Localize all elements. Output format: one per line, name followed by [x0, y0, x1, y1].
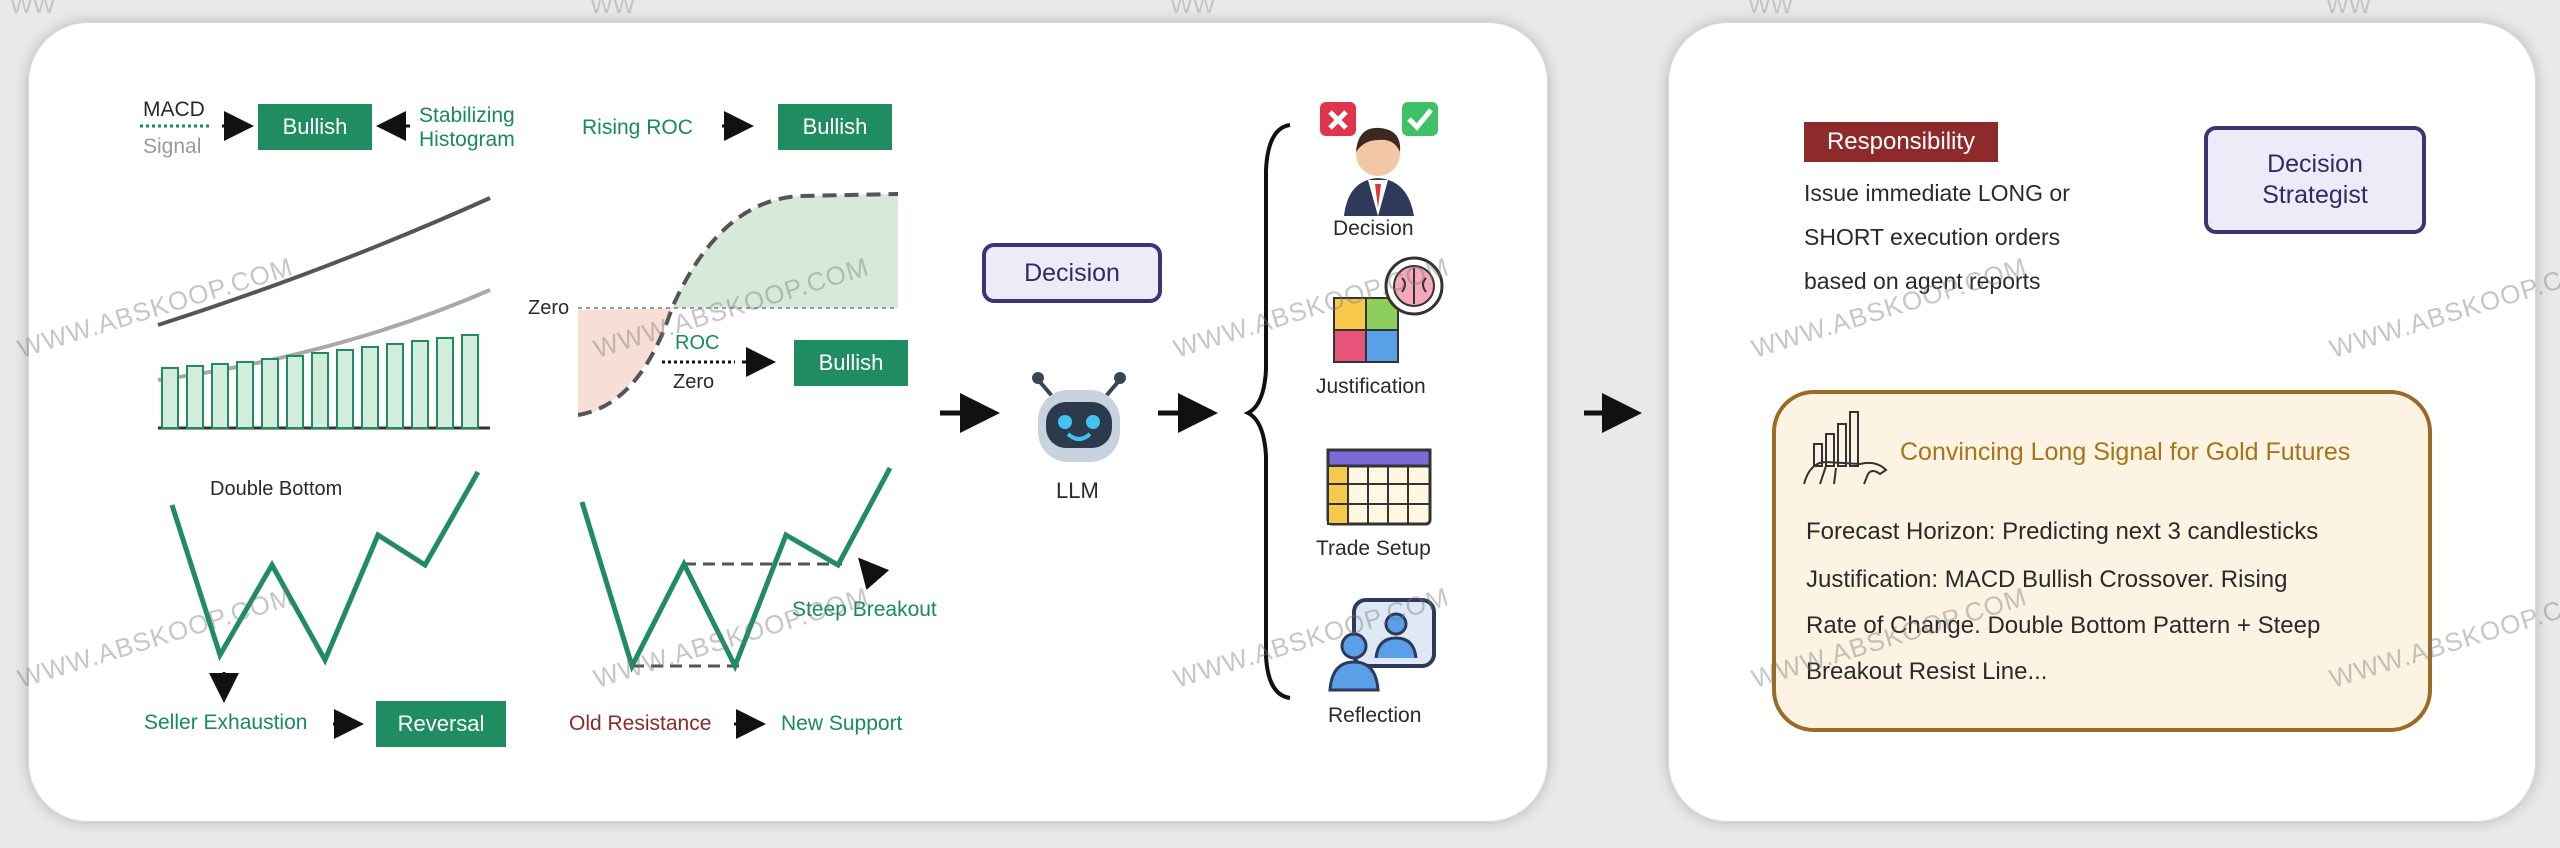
- signal-card: [1772, 390, 2432, 732]
- responsibility-line-3: based on agent reports: [1804, 268, 2041, 294]
- roc-cross-bullish-box: Bullish: [794, 340, 908, 386]
- justification-line-2: Rate of Change. Double Bottom Pattern + …: [1806, 612, 2321, 639]
- signal-label: Signal: [143, 135, 202, 158]
- analysis-panel: [28, 22, 1548, 822]
- person-icon: [1320, 102, 1438, 216]
- new-support-label: New Support: [781, 712, 903, 735]
- macd-label: MACD: [143, 98, 205, 121]
- roc-bullish-box: Bullish: [778, 104, 892, 150]
- robot-icon: [1032, 372, 1126, 462]
- output-reflection-label: Reflection: [1328, 704, 1422, 727]
- responsibility-line-2: SHORT execution orders: [1804, 224, 2061, 250]
- watermark-fragment: WW: [590, 0, 636, 19]
- llm-label: LLM: [1056, 478, 1099, 503]
- watermark-fragment: WW: [1170, 0, 1216, 19]
- responsibility-line-1: Issue immediate LONG or: [1804, 180, 2070, 206]
- output-decision-label: Decision: [1333, 217, 1414, 240]
- responsibility-tag: Responsibility: [1804, 122, 1998, 162]
- output-justification-label: Justification: [1316, 375, 1426, 398]
- forecast-line: Forecast Horizon: Predicting next 3 cand…: [1806, 518, 2319, 545]
- steep-breakout-label: Steep Breakout: [792, 598, 937, 621]
- reflection-icon: [1328, 598, 1436, 692]
- double-bottom-title: Double Bottom: [210, 478, 343, 500]
- reversal-box: Reversal: [376, 701, 506, 747]
- zero-cross-label: Zero: [673, 371, 715, 393]
- signal-title: Convincing Long Signal for Gold Futures: [1900, 438, 2351, 466]
- roc-cross-label: ROC: [675, 332, 720, 354]
- seller-exhaustion-label: Seller Exhaustion: [144, 711, 308, 734]
- old-resistance-label: Old Resistance: [569, 712, 712, 735]
- zero-label: Zero: [528, 297, 570, 319]
- watermark-fragment: WW: [2326, 0, 2372, 19]
- table-icon: [1326, 448, 1432, 526]
- watermark-fragment: WW: [10, 0, 56, 19]
- macd-bullish-box: Bullish: [258, 104, 372, 150]
- histogram-bars: [161, 334, 479, 429]
- justification-line-3: Breakout Resist Line...: [1806, 658, 2048, 685]
- output-trade-setup-label: Trade Setup: [1316, 537, 1431, 560]
- bull-chart-icon: [1803, 411, 1888, 485]
- check-icon: [1402, 102, 1438, 136]
- rising-roc-label: Rising ROC: [582, 116, 693, 139]
- justification-line-1: Justification: MACD Bullish Crossover. R…: [1806, 566, 2288, 593]
- watermark-fragment: WW: [1748, 0, 1794, 19]
- brain-puzzle-icon: [1333, 256, 1444, 363]
- decision-pill: Decision: [982, 243, 1162, 303]
